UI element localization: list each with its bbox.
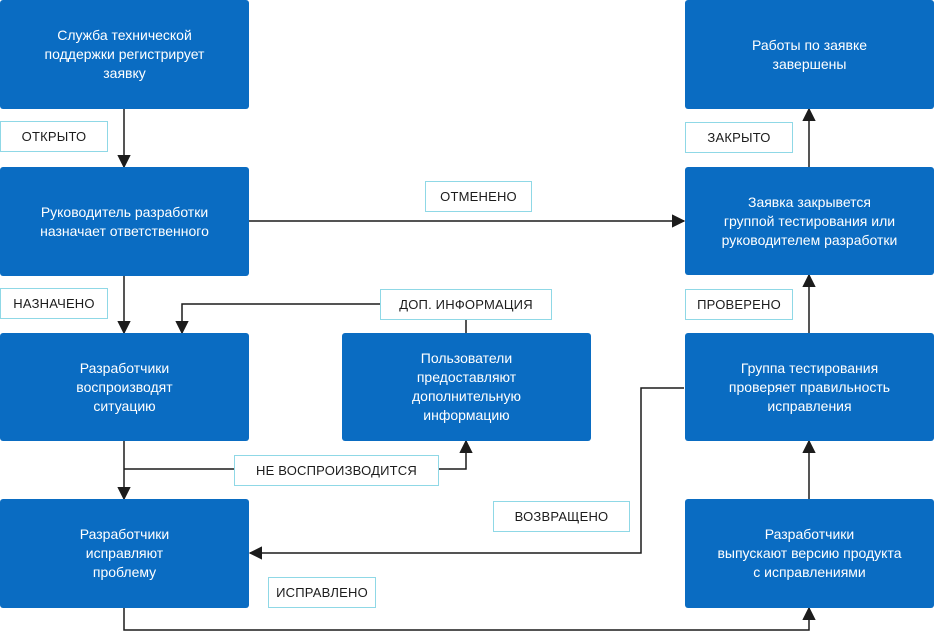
node-ticket-closed-by: Заявка закрывется группой тестирования и… bbox=[685, 167, 934, 275]
status-fixed: ИСПРАВЛЕНО bbox=[268, 577, 376, 608]
node-devs-release: Разработчики выпускают версию продукта с… bbox=[685, 499, 934, 608]
status-not-reproducible: НЕ ВОСПРОИЗВОДИТСЯ bbox=[234, 455, 439, 486]
status-assigned: НАЗНАЧЕНО bbox=[0, 288, 108, 319]
status-closed: ЗАКРЫТО bbox=[685, 122, 793, 153]
node-qa-checks: Группа тестирования проверяет правильнос… bbox=[685, 333, 934, 441]
node-devs-reproduce: Разработчики воспроизводят ситуацию bbox=[0, 333, 249, 441]
edge-fixed bbox=[123, 606, 816, 631]
node-work-done: Работы по заявке завершены bbox=[685, 0, 934, 109]
status-returned: ВОЗВРАЩЕНО bbox=[493, 501, 630, 532]
node-lead-assigns: Руководитель разработки назначает ответс… bbox=[0, 167, 249, 276]
status-verified: ПРОВЕРЕНО bbox=[685, 289, 793, 320]
edge-returned bbox=[248, 387, 684, 560]
node-users-provide: Пользователи предоставляют дополнительну… bbox=[342, 333, 591, 441]
node-devs-fix: Разработчики исправляют проблему bbox=[0, 499, 249, 608]
status-opened: ОТКРЫТО bbox=[0, 121, 108, 152]
node-support-registers: Служба технической поддержки регистрируе… bbox=[0, 0, 249, 109]
status-more-info: ДОП. ИНФОРМАЦИЯ bbox=[380, 289, 552, 320]
status-canceled: ОТМЕНЕНО bbox=[425, 181, 532, 212]
